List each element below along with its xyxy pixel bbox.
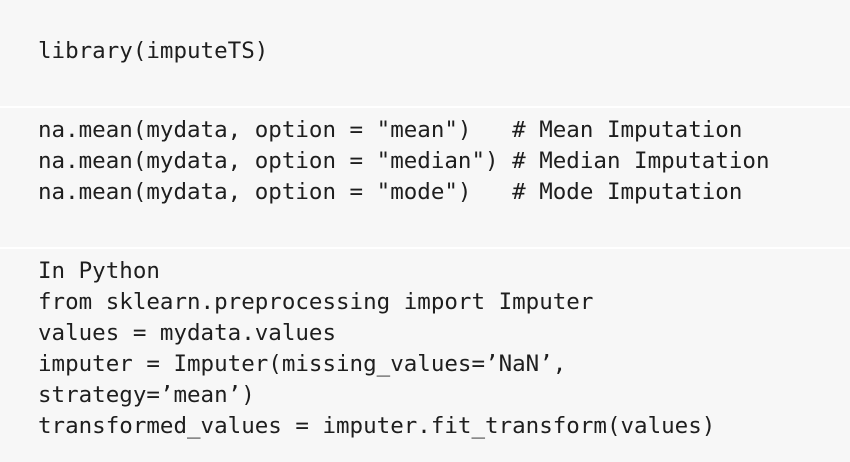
code-line: na.mean(mydata, option = "mean") # Mean … bbox=[38, 117, 743, 143]
code-line: library(imputeTS) bbox=[38, 38, 269, 64]
code-block-python-imputation: In Python from sklearn.preprocessing imp… bbox=[0, 249, 850, 462]
code-block-r-imputation: na.mean(mydata, option = "mean") # Mean … bbox=[0, 108, 850, 247]
code-line: In Python bbox=[38, 258, 160, 284]
code-block-r-library: library(imputeTS) bbox=[0, 0, 850, 106]
code-line: from sklearn.preprocessing import Impute… bbox=[38, 289, 594, 315]
code-line: transformed_values = imputer.fit_transfo… bbox=[38, 413, 716, 439]
code-line: na.mean(mydata, option = "median") # Med… bbox=[38, 148, 770, 174]
code-line: strategy=’mean’) bbox=[38, 382, 255, 408]
code-line: na.mean(mydata, option = "mode") # Mode … bbox=[38, 179, 743, 205]
code-line: imputer = Imputer(missing_values=’NaN’, bbox=[38, 351, 567, 377]
code-line: values = mydata.values bbox=[38, 320, 337, 346]
